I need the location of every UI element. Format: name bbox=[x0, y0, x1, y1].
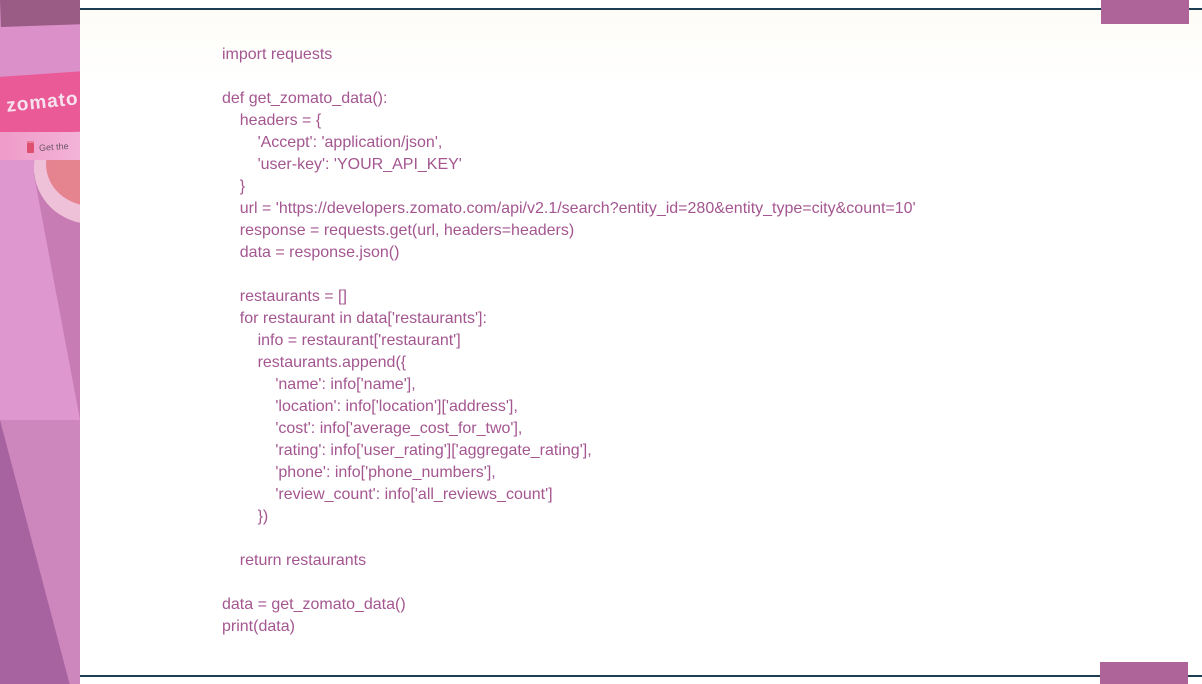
food-photo bbox=[0, 160, 80, 420]
get-the-app-label: Get the bbox=[38, 140, 69, 154]
top-rule bbox=[80, 8, 1202, 10]
phone-icon bbox=[27, 141, 34, 153]
zomato-logo: zomato bbox=[5, 88, 80, 117]
sidebar-top-band bbox=[0, 0, 80, 27]
code-block: import requests def get_zomato_data(): h… bbox=[222, 46, 916, 635]
bottom-right-accent bbox=[1100, 662, 1188, 684]
bottom-rule bbox=[80, 675, 1202, 677]
sidebar-bottom bbox=[0, 420, 80, 684]
sidebar-light-band bbox=[0, 25, 80, 77]
zomato-header-band: zomato bbox=[0, 70, 80, 138]
zomato-website-thumbnail: zomato Get the bbox=[0, 0, 80, 684]
top-right-accent bbox=[1101, 0, 1189, 24]
diagonal-shape bbox=[0, 420, 70, 684]
